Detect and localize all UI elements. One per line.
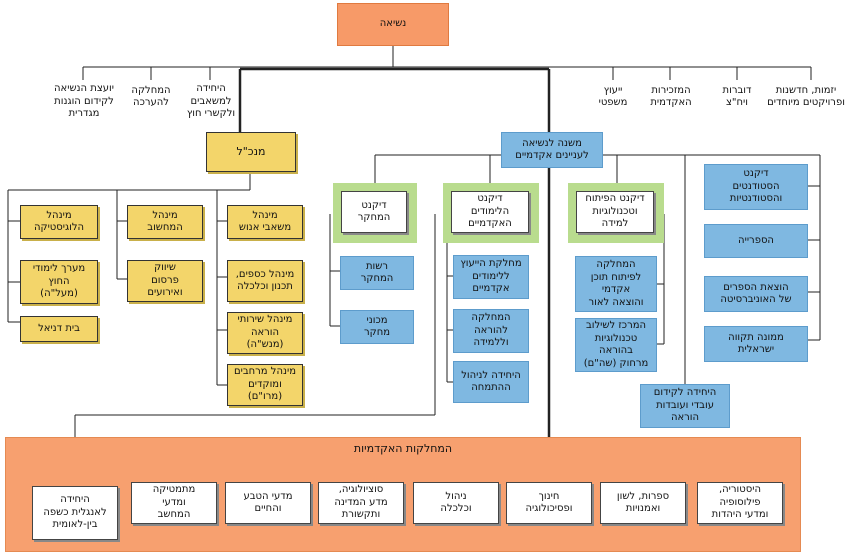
division-finance: מינהל כספים, תכנון וכלכלה [227,260,303,302]
research-institutes: מכוני מחקר [340,310,414,344]
dean-research-frame: דיקנט המחקר [333,183,417,243]
dean-technology: דיקנט הפיתוח וטכנולוגיות למידה [576,191,654,233]
faculty-sociology: סוציולוגיה, מדע המדינה ותקשורת [318,482,404,524]
president-box: נשיאה [337,3,449,46]
english-unit: היחידה לאנגלית כשפה בין-לאומית [32,486,118,540]
studies-advice: מחלקת הייעוץ ללימודים אקדמיים [453,255,529,299]
division-hr: מינהל משאבי אנוש [227,205,303,239]
unit-press: הוצאת הספרים של האוניברסיטה [704,276,808,312]
division-practicum: מערך לימודי החוץ (מעל"ה) [20,260,98,304]
unit-students-dean: דיקנט הסטודנטים והסטודנטיות [704,164,808,210]
research-authority: רשות המחקר [340,256,414,290]
staff-secretariat: המזכירות האקדמית [650,84,692,109]
staff-initiatives: יזמות, חדשנות ופרויקטים מיוחדים [767,84,845,109]
faculty-history: היסטוריה, פילוסופיה ומדעי היהדות [697,482,783,524]
division-computing: מינהל המחשוב [127,205,203,239]
staff-resources: היחידה למשאבים ולקשרי חוץ [186,83,236,120]
staff-assessment: המחלקה להערכה [131,84,171,109]
dean-studies: דיקנט הלימודים האקדמיים [451,191,529,233]
faculty-literature: ספרות, לשון ואמנויות [600,482,686,524]
tech-distance-center: המרכז לשילוב טכנולוגיות בהוראה מרחוק (שה… [575,318,657,372]
division-spaces-centers: מינהל מרחבים ומוקדים (מרו"ם) [227,364,303,406]
dean-research: דיקנט המחקר [341,191,407,233]
faculty-math-cs: מתמטיקה ומדעי המחשב [131,482,217,524]
unit-israeli-hope: ממונה תקווה ישראלית [704,326,808,362]
unit-library: הספרייה [704,224,808,258]
director-box: מנכ"ל [206,132,296,172]
division-teaching-services: מינהל שירותי הוראה (מנש"ה) [227,312,303,354]
division-beit-daniel: בית דניאל [20,316,98,342]
studies-internship: היחידה לניהול ההתמחה [453,361,529,403]
dean-studies-frame: דיקנט הלימודים האקדמיים [443,183,539,243]
staff-gender-advisor: יועצת הנשיאה לקידום הוגנות מגדרית [54,83,114,120]
dean-technology-frame: דיקנט הפיתוח וטכנולוגיות למידה [568,183,664,243]
staff-spokesperson: דוברות ויח"צ [722,84,752,109]
division-logistics: מינהל הלוגיסטיקה [20,205,98,239]
division-marketing: שיווק פרסום ואירועים [127,260,203,302]
unit-staff-development: היחידה לקידום עובדי ועובדות הוראה [640,384,730,428]
tech-content-dev: המחלקה לפיתוח תוכן אקדמי והוצאה לאור [575,256,657,312]
faculties-title: המחלקות האקדמיות [353,442,453,455]
faculty-management: ניהול וכלכלה [413,482,499,524]
staff-legal: ייעוץ משפטי [598,84,628,109]
vp-academic-box: משנה לנשיאה לעניינים אקדמיים [501,132,603,168]
faculty-natural-sciences: מדעי הטבע והחיים [225,482,311,524]
studies-teaching-learning: המחלקה להוראה וללמידה [453,309,529,353]
faculty-education: חינוך ופסיכולוגיה [506,482,592,524]
